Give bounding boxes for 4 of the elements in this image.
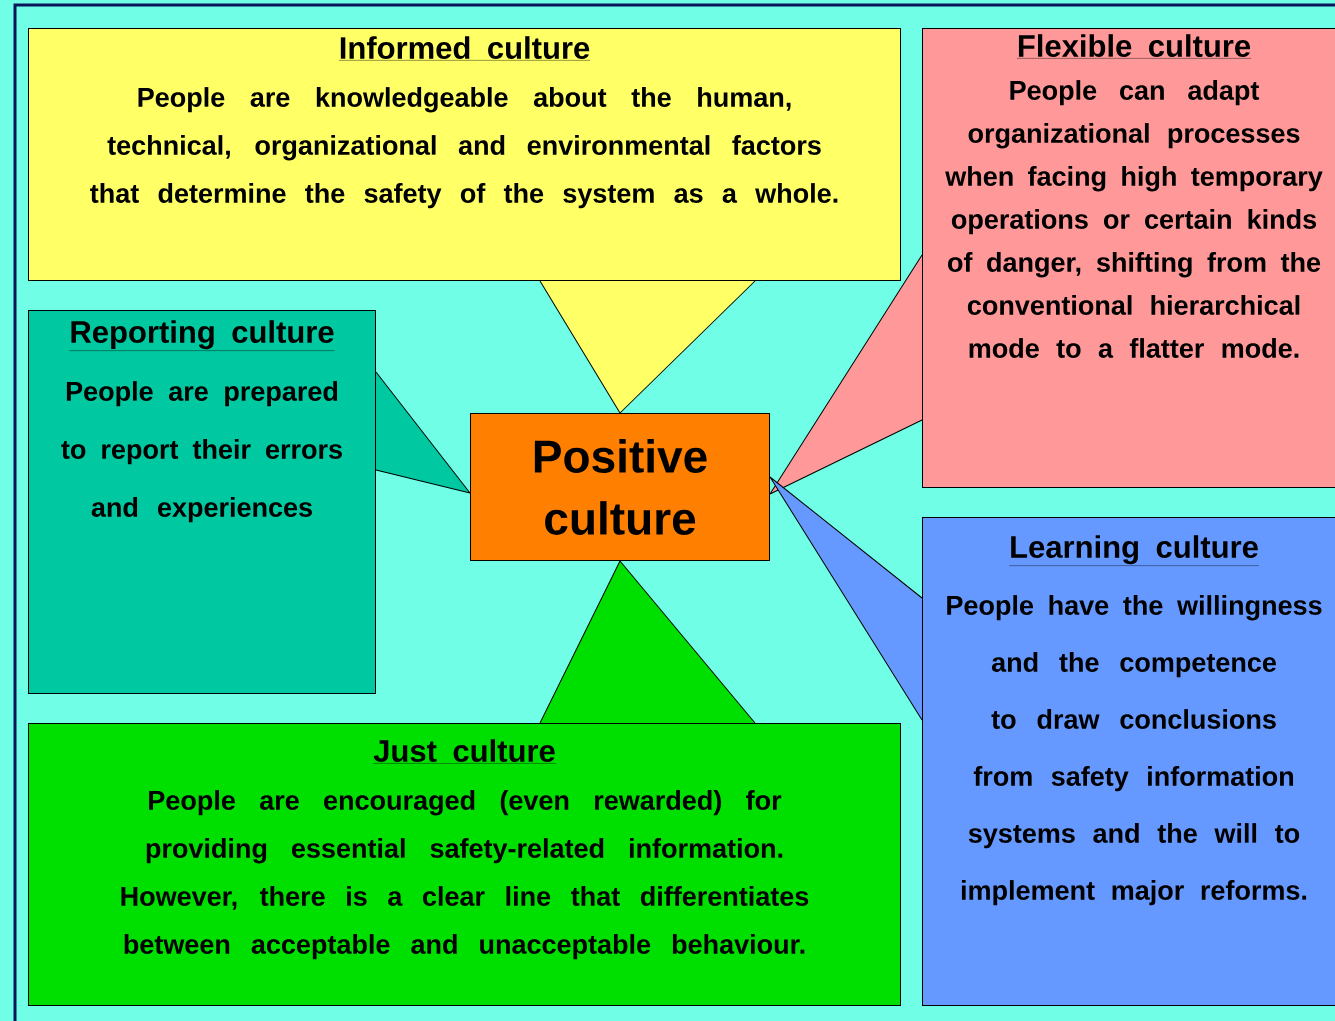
center-box: Positive culture	[470, 413, 770, 561]
callout-pointer	[539, 280, 756, 414]
callout-box: Reporting culture People are prepared to report their errors and experiences	[28, 310, 376, 694]
callout-box: Learning culture People have the willingness and the competence to draw conclusions from safety information systems and the will to implement major reforms.	[922, 517, 1335, 1006]
